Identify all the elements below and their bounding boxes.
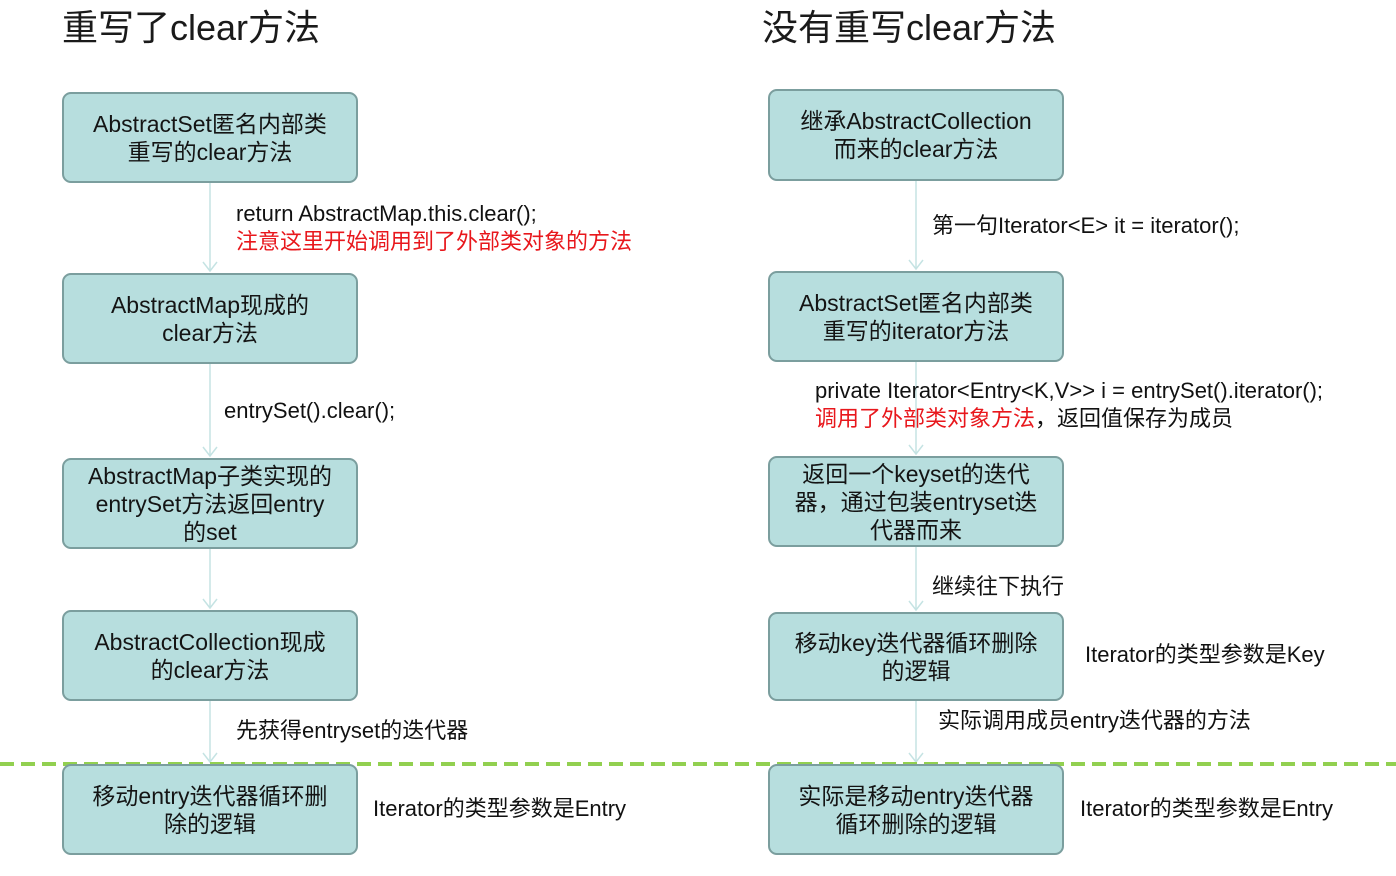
right-note-iterator-type-entry: Iterator的类型参数是Entry <box>1080 796 1334 821</box>
right-note-iterator-type-key: Iterator的类型参数是Key <box>1085 642 1325 667</box>
right-box-4: 移动key迭代器循环删除 的逻辑 <box>768 612 1064 701</box>
right-note-outer-call-highlight: 调用了外部类对象方法 <box>815 406 1036 431</box>
left-box-1: AbstractSet匿名内部类 重写的clear方法 <box>62 92 358 183</box>
left-arrowhead-3 <box>202 598 218 610</box>
right-note-outer-call: 调用了外部类对象方法，返回值保存为成员 <box>815 405 1233 433</box>
right-note-call-member-iterator: 实际调用成员entry迭代器的方法 <box>938 708 1251 733</box>
left-note-outer-call-highlight: 注意这里开始调用到了外部类对象的方法 <box>236 229 633 254</box>
right-box-1: 继承AbstractCollection 而来的clear方法 <box>768 89 1064 181</box>
left-arrowhead-1 <box>202 261 218 273</box>
right-arrowhead-3 <box>908 600 924 612</box>
right-box-5: 实际是移动entry迭代器 循环删除的逻辑 <box>768 764 1064 855</box>
left-arrowhead-2 <box>202 446 218 458</box>
left-connectors <box>202 183 218 764</box>
left-note-outer-call: 注意这里开始调用到了外部类对象的方法 <box>236 228 632 256</box>
right-connectors <box>908 181 924 764</box>
right-note-save-member: ，返回值保存为成员 <box>1035 406 1234 431</box>
left-box-5: 移动entry迭代器循环删 除的逻辑 <box>62 764 358 855</box>
left-box-3: AbstractMap子类实现的 entrySet方法返回entry 的set <box>62 458 358 549</box>
left-box-2: AbstractMap现成的 clear方法 <box>62 273 358 364</box>
right-arrowhead-2 <box>908 444 924 456</box>
right-arrowhead-1 <box>908 259 924 271</box>
right-note-continue: 继续往下执行 <box>932 574 1065 599</box>
left-note-entryset-clear: entrySet().clear(); <box>224 398 396 423</box>
left-note-return-call: return AbstractMap.this.clear(); <box>236 201 537 226</box>
right-title: 没有重写clear方法 <box>762 7 1057 48</box>
right-box-2: AbstractSet匿名内部类 重写的iterator方法 <box>768 271 1064 362</box>
left-note-iterator-type: Iterator的类型参数是Entry <box>373 796 627 821</box>
right-note-first-statement: 第一句Iterator<E> it = iterator(); <box>932 213 1240 238</box>
left-note-get-iterator: 先获得entryset的迭代器 <box>236 718 469 743</box>
right-note-private-iterator: private Iterator<Entry<K,V>> i = entrySe… <box>815 378 1324 403</box>
left-box-4: AbstractCollection现成 的clear方法 <box>62 610 358 701</box>
right-box-3: 返回一个keyset的迭代 器，通过包装entryset迭 代器而来 <box>768 456 1064 547</box>
left-title: 重写了clear方法 <box>62 7 321 48</box>
